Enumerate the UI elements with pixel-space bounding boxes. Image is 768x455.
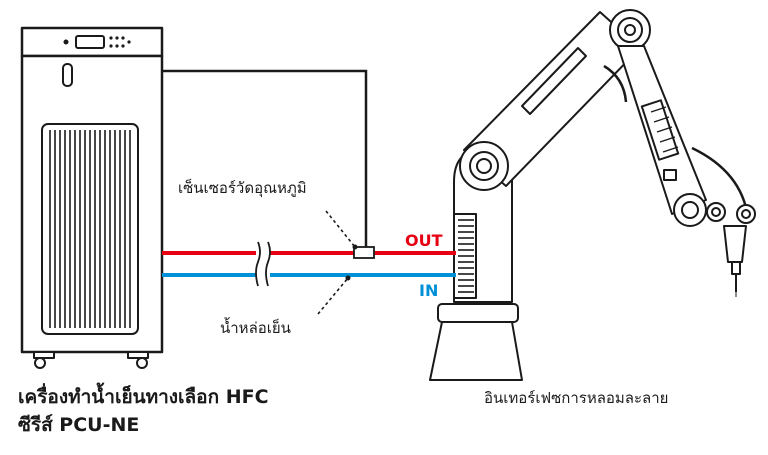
sensor-label: เซ็นเซอร์วัดอุณหภูมิ bbox=[178, 179, 307, 197]
robot-arm bbox=[429, 9, 756, 381]
chiller-title-line1: เครื่องทำน้ำเย็นทางเลือก HFC bbox=[18, 386, 269, 408]
robot-label: อินเทอร์เฟซการหลอมละลาย bbox=[484, 389, 669, 407]
coolant-label: น้ำหล่อเย็น bbox=[220, 319, 291, 337]
chiller-title-line2: ซีรีส์ PCU-NE bbox=[18, 414, 140, 436]
out-label: OUT bbox=[405, 231, 443, 250]
chiller-unit bbox=[20, 26, 164, 369]
in-label: IN bbox=[419, 281, 439, 300]
chiller-title: เครื่องทำน้ำเย็นทางเลือก HFC ซีรีส์ PCU-… bbox=[18, 383, 269, 439]
callout-leaders bbox=[317, 210, 356, 315]
pipes bbox=[162, 69, 456, 287]
